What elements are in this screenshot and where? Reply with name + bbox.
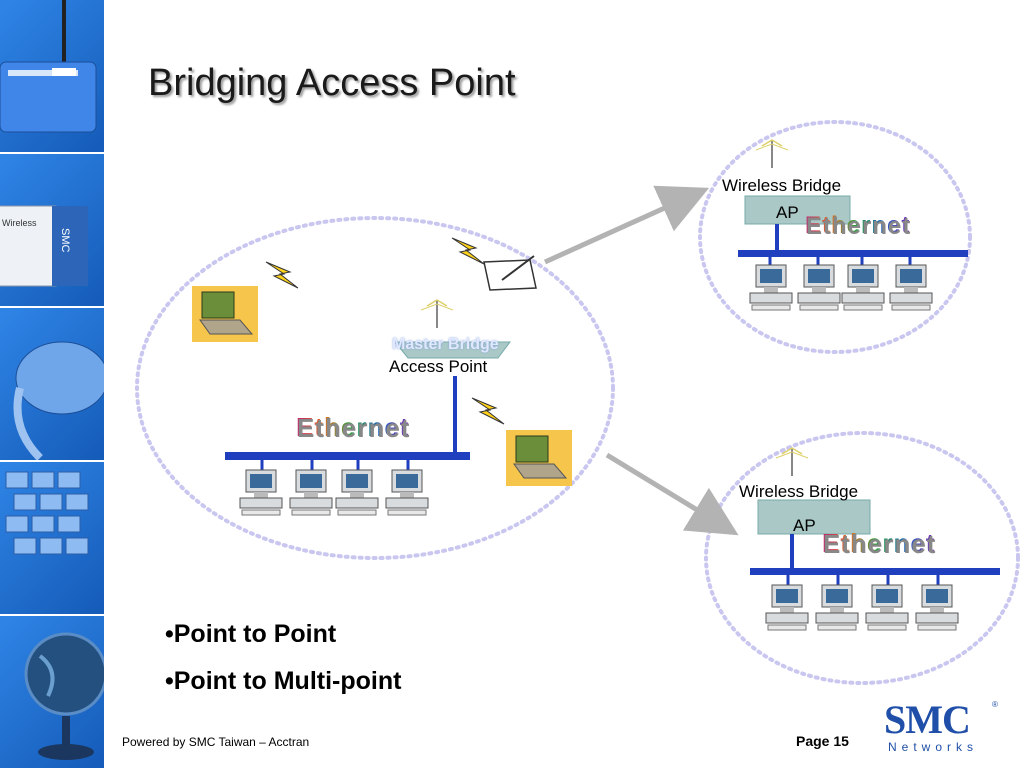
master-network-boundary (135, 216, 615, 560)
antenna-icon (755, 139, 789, 169)
antenna-icon (420, 299, 454, 329)
bottom-lan-bus (750, 568, 1000, 575)
workstation-icon (915, 584, 959, 631)
logo-registered: ® (992, 700, 998, 709)
workstation-icon (385, 469, 429, 516)
sidebar-decoration: SMC Wireless (0, 0, 104, 768)
lightning-icon (451, 237, 485, 265)
workstation-icon (889, 264, 933, 311)
logo-sub: Networks (888, 740, 979, 754)
slide-title: Bridging Access Point (148, 62, 516, 104)
access-point-label: Access Point (389, 357, 488, 376)
bullet-point-to-multipoint: •Point to Multi-point (165, 667, 402, 695)
arrow-to-bottom-bridge (605, 452, 739, 536)
lightning-icon (471, 397, 505, 425)
workstation-icon (797, 264, 841, 311)
workstation-icon (815, 584, 859, 631)
logo-brand: SMC (884, 697, 971, 742)
laptop-icon (505, 429, 573, 487)
bullet-list: •Point to Point •Point to Multi-point (165, 620, 401, 714)
bottom-wireless-bridge-label: Wireless Bridge (739, 482, 859, 501)
svg-text:SMC: SMC (59, 228, 71, 253)
bottom-bridge-device (757, 499, 871, 535)
bottom-ap-label: AP (793, 516, 816, 535)
bullet-point-to-point: •Point to Point (165, 620, 337, 648)
bottom-ethernet-label: Ethernet (822, 528, 935, 559)
footer-credit: Powered by SMC Taiwan – Acctran (122, 735, 310, 749)
workstation-icon (239, 469, 283, 516)
master-lan-bus (225, 452, 470, 460)
globe-icon (0, 616, 104, 768)
top-wireless-bridge-label: Wireless Bridge (722, 176, 842, 195)
mouse-icon (0, 308, 104, 462)
master-bridge-device (393, 341, 511, 359)
page-number: Page 15 (796, 733, 849, 749)
workstation-icon (289, 469, 333, 516)
ethernet-text: Ethernet (822, 528, 936, 558)
top-lan-bus (738, 250, 968, 257)
ethernet-text: Ethernet (805, 212, 911, 239)
workstation-icon (335, 469, 379, 516)
workstation-icon (841, 264, 885, 311)
keyboard-icon (0, 462, 104, 616)
top-ap-label: AP (776, 203, 799, 222)
lightning-icon (265, 261, 299, 289)
ethernet-text: Ethernet (296, 412, 410, 442)
master-ethernet-label: Ethernet (296, 412, 409, 443)
workstation-icon (765, 584, 809, 631)
router-icon (0, 0, 104, 154)
svg-text:Wireless: Wireless (2, 218, 37, 228)
pcmcia-card-icon: SMC Wireless (0, 154, 104, 308)
smc-logo: SMC ® Networks (884, 698, 1004, 756)
top-ethernet-label: Ethernet (805, 212, 910, 240)
bottom-bridge-boundary (704, 431, 1020, 685)
laptop-icon (191, 285, 259, 343)
top-bridge-device (744, 195, 851, 225)
workstation-icon (865, 584, 909, 631)
top-bridge-boundary (698, 120, 972, 354)
arrow-to-top-bridge (543, 185, 710, 265)
master-bridge-faded-label: Master Bridge (392, 336, 499, 353)
workstation-icon (749, 264, 793, 311)
pda-icon (483, 255, 537, 291)
